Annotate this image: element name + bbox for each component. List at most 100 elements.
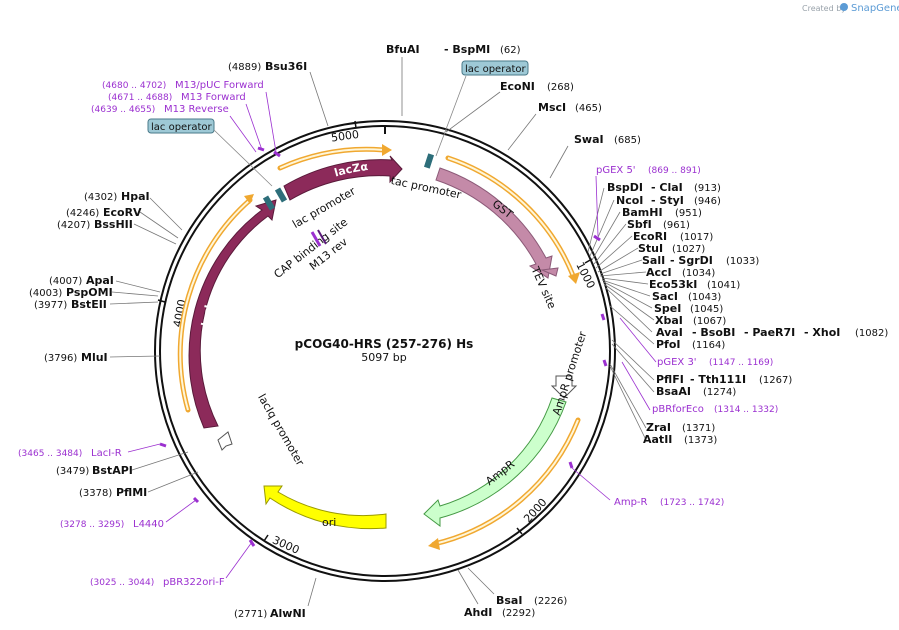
site-BstEII[interactable]: BstEII [71, 298, 107, 311]
pos-AatII: (1373) [684, 435, 717, 446]
site-BstAPI[interactable]: BstAPI [92, 464, 133, 477]
site-PfoI[interactable]: PfoI [656, 338, 681, 351]
pos-SwaI: (685) [614, 135, 641, 146]
feature-label-ampR-promoter: AmpR promoter [550, 329, 590, 417]
primer-pBR322ori[interactable]: pBR322ori-F [163, 577, 225, 588]
site-BsaI[interactable]: BsaI [496, 594, 522, 607]
site-BspMI[interactable]: - BspMI [444, 43, 490, 56]
primer-pos-L4440: (3278 .. 3295) [60, 520, 124, 530]
pos-SacI: (1043) [688, 292, 721, 303]
site-SbfI[interactable]: SbfI [627, 218, 652, 231]
primer-pGEX3[interactable]: pGEX 3' [657, 357, 697, 368]
pos-PspOMI: (4003) [29, 288, 62, 299]
site-AlwNI[interactable]: AlwNI [270, 607, 306, 620]
primer-marks [159, 146, 608, 547]
site-MluI[interactable]: MluI [81, 351, 108, 364]
pos-BsaI: (2226) [534, 596, 567, 607]
primer-AmpR[interactable]: Amp-R [614, 497, 648, 508]
primer-M13R[interactable]: M13 Reverse [164, 104, 229, 115]
tick-1000 [584, 258, 593, 264]
feature-label-ori: ori [322, 516, 336, 529]
plasmid-name: pCOG40-HRS (257-276) Hs [295, 337, 474, 351]
site-SwaI[interactable]: SwaI [574, 133, 604, 146]
site-EcoRV[interactable]: EcoRV [103, 206, 142, 219]
site-StuI[interactable]: StuI [638, 242, 663, 255]
tick-3000 [263, 534, 269, 542]
site-NcoI[interactable]: NcoI [616, 194, 643, 207]
pos-AhdI: (2292) [502, 608, 535, 619]
primer-L4440[interactable]: L4440 [133, 519, 164, 530]
pos-HpaI: (4302) [84, 192, 117, 203]
lacIq-promoter-arrow [217, 431, 233, 451]
site-SalI[interactable]: SalI [642, 254, 665, 267]
site-SgrDI[interactable]: - SgrDI [670, 254, 713, 267]
site-HpaI[interactable]: HpaI [121, 190, 150, 203]
primer-LacIR[interactable]: LacI-R [91, 448, 122, 459]
pos-BsaAI: (1274) [703, 387, 736, 398]
site-MscI[interactable]: MscI [538, 101, 566, 114]
pos-AlwNI: (2771) [234, 609, 267, 620]
site-Bsu36I[interactable]: Bsu36I [265, 60, 307, 73]
site-XbaI[interactable]: XbaI [655, 314, 683, 327]
site-EcoRI[interactable]: EcoRI [633, 230, 667, 243]
feature-lacI[interactable] [188, 199, 277, 429]
site-ApaI[interactable]: ApaI [86, 274, 114, 287]
pos-PflFI: (1267) [759, 375, 792, 386]
site-PflMI[interactable]: PflMI [116, 486, 147, 499]
pos-ApaI: (4007) [49, 276, 82, 287]
site-AatII[interactable]: AatII [643, 433, 672, 446]
feature-label-lacI: lacI [199, 304, 216, 328]
pos-Eco53kI: (1041) [707, 280, 740, 291]
primer-pGEX5[interactable]: pGEX 5' [596, 165, 636, 176]
lac-operator-box-left[interactable] [147, 118, 215, 134]
site-ZraI[interactable]: ZraI [646, 421, 671, 434]
site-EcoNI[interactable]: EcoNI [500, 80, 535, 93]
primer-pBRforEco[interactable]: pBRforEco [652, 404, 704, 415]
site-PspOMI[interactable]: PspOMI [66, 286, 113, 299]
backbone-outer [154, 120, 616, 582]
site-BfuAI[interactable]: BfuAI [386, 43, 420, 56]
site-BspDI[interactable]: BspDI [607, 181, 643, 194]
site-StyI[interactable]: - StyI [651, 194, 684, 207]
site-AvaI[interactable]: AvaI [656, 326, 683, 339]
site-BsoBI[interactable]: - BsoBI [692, 326, 735, 339]
site-BamHI[interactable]: BamHI [622, 206, 663, 219]
site-PflFI[interactable]: PflFI [656, 373, 684, 386]
feature-AmpR[interactable] [423, 397, 567, 527]
site-SacI[interactable]: SacI [652, 290, 678, 303]
lac-operator-label-left: lac operator [151, 122, 212, 133]
feature-ori[interactable] [263, 485, 387, 530]
snapgene-brand: SnapGene [851, 3, 899, 14]
lac-operator-box-top[interactable] [461, 60, 529, 76]
site-BssHII[interactable]: BssHII [94, 218, 133, 231]
primer-pos-LacIR: (3465 .. 3484) [18, 449, 82, 459]
tick-4000 [157, 299, 166, 303]
created-by-text: Created by [802, 4, 846, 13]
pos-BstAPI: (3479) [56, 466, 89, 477]
feature-lacZa[interactable] [283, 155, 403, 201]
pos-PfoI: (1164) [692, 340, 725, 351]
site-BsaAI[interactable]: BsaAI [656, 385, 691, 398]
primer-M13F[interactable]: M13 Forward [181, 92, 246, 103]
pos-PflMI: (3378) [79, 488, 112, 499]
site-SpeI[interactable]: SpeI [654, 302, 681, 315]
lac-operator-label-top: lac operator [465, 64, 526, 75]
tick-5000 [354, 120, 357, 129]
site-AhdI[interactable]: AhdI [464, 606, 492, 619]
site-ClaI[interactable]: - ClaI [651, 181, 683, 194]
pos-NcoI: (946) [694, 196, 721, 207]
pos-BspDI: (913) [694, 183, 721, 194]
primer-M13pUC[interactable]: M13/pUC Forward [175, 80, 264, 91]
feature-GST[interactable] [435, 167, 553, 279]
primer-pos-pBRforEco: (1314 .. 1332) [714, 405, 778, 415]
site-Tth111I[interactable]: - Tth111I [690, 373, 746, 386]
site-XhoI[interactable]: - XhoI [804, 326, 840, 339]
pos-ZraI: (1371) [682, 423, 715, 434]
site-PaeR7I[interactable]: - PaeR7I [744, 326, 795, 339]
primer-pos-pGEX3: (1147 .. 1169) [709, 358, 773, 368]
m13-rev-primer-mark [310, 231, 322, 247]
site-AccI[interactable]: AccI [646, 266, 672, 279]
site-Eco53kI[interactable]: Eco53kI [649, 278, 697, 291]
pos-SpeI: (1045) [690, 304, 723, 315]
